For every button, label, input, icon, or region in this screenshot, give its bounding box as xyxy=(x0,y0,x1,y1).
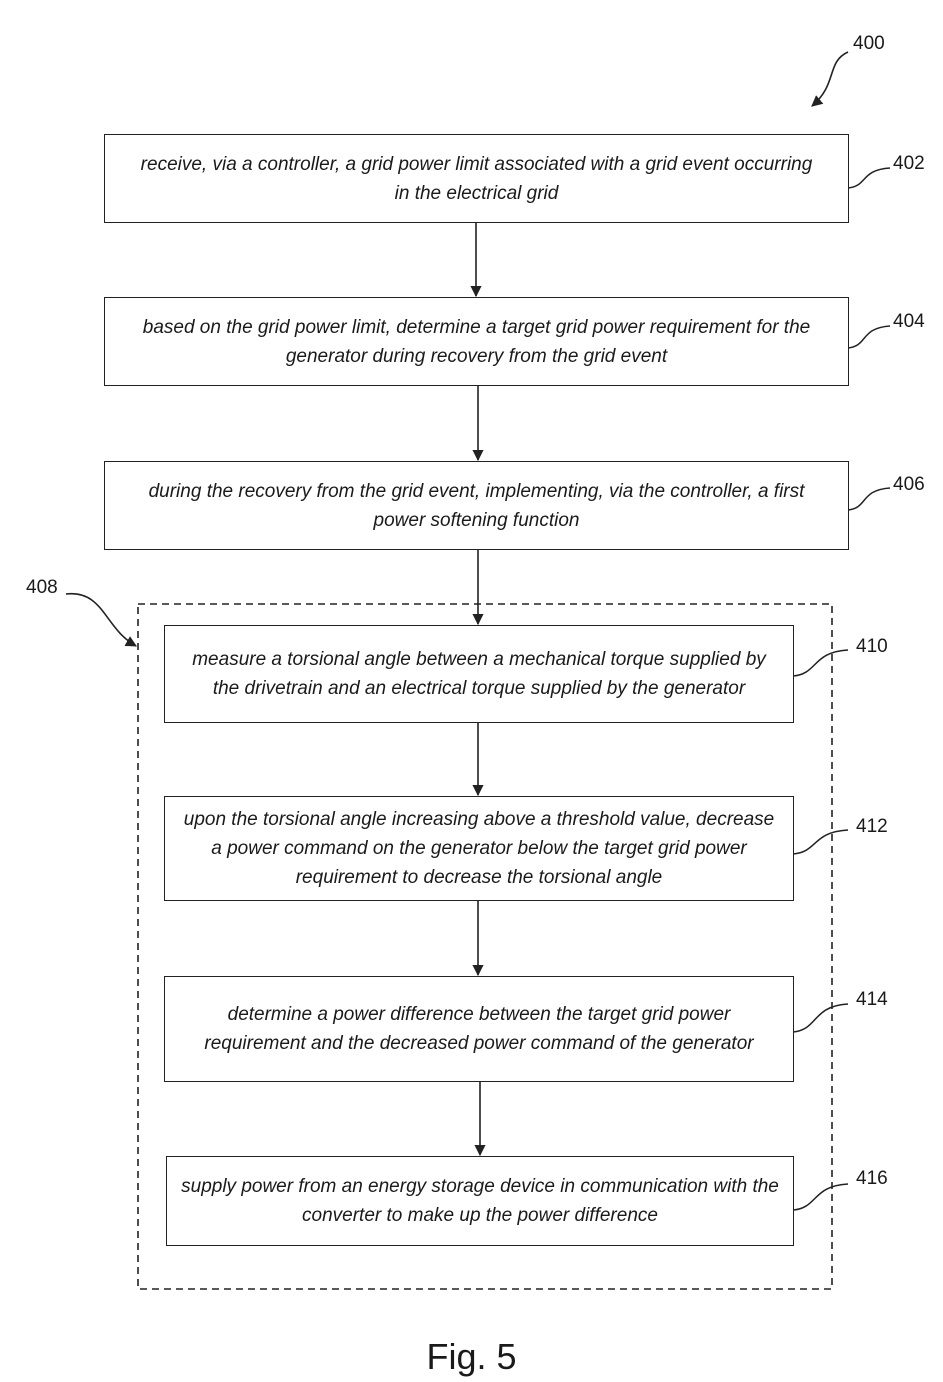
ref-412: 412 xyxy=(856,816,888,838)
ref-414: 414 xyxy=(856,989,888,1011)
leader-412 xyxy=(793,830,848,854)
step-box-412: upon the torsional angle increasing abov… xyxy=(164,796,794,901)
step-box-404: based on the grid power limit, determine… xyxy=(104,297,849,386)
step-text-406: during the recovery from the grid event,… xyxy=(124,477,829,535)
step-text-416: supply power from an energy storage devi… xyxy=(180,1172,780,1230)
leader-404 xyxy=(848,326,890,348)
ref-416: 416 xyxy=(856,1168,888,1190)
step-box-416: supply power from an energy storage devi… xyxy=(166,1156,794,1246)
ref-410: 410 xyxy=(856,636,888,658)
step-box-402: receive, via a controller, a grid power … xyxy=(104,134,849,223)
step-text-404: based on the grid power limit, determine… xyxy=(117,313,836,371)
step-text-414: determine a power difference between the… xyxy=(189,1000,769,1058)
ref-400: 400 xyxy=(853,33,885,55)
step-box-414: determine a power difference between the… xyxy=(164,976,794,1082)
step-box-410: measure a torsional angle between a mech… xyxy=(164,625,794,723)
ref-402: 402 xyxy=(893,153,925,175)
leader-416 xyxy=(793,1184,848,1210)
ref-408: 408 xyxy=(26,577,58,599)
step-text-402: receive, via a controller, a grid power … xyxy=(137,150,817,208)
leader-arrow-400 xyxy=(812,52,848,106)
leader-410 xyxy=(793,650,848,676)
leader-406 xyxy=(848,488,890,510)
leader-arrow-408 xyxy=(66,594,136,646)
leader-402 xyxy=(848,168,890,188)
step-box-406: during the recovery from the grid event,… xyxy=(104,461,849,550)
ref-406: 406 xyxy=(893,474,925,496)
figure-caption: Fig. 5 xyxy=(0,1336,943,1378)
ref-404: 404 xyxy=(893,311,925,333)
step-text-412: upon the torsional angle increasing abov… xyxy=(179,805,779,892)
leader-414 xyxy=(793,1004,848,1032)
step-text-410: measure a torsional angle between a mech… xyxy=(179,645,779,703)
